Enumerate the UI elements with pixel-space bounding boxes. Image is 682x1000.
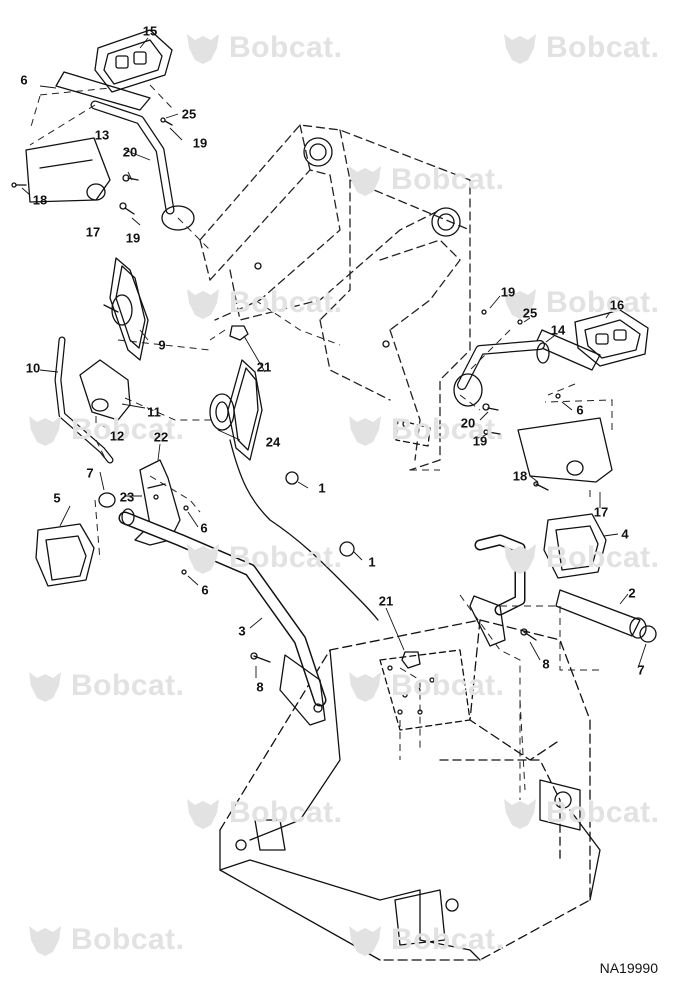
callout-7: 7 [637,662,645,678]
callout-25: 25 [522,305,538,321]
callout-17: 17 [85,224,101,240]
bobcat-head-icon [349,926,381,956]
callout-6: 6 [576,402,584,418]
watermark-1: Bobcat. [183,30,343,66]
mirror-9 [103,257,149,361]
watermark-11: Bobcat. [345,668,505,704]
watermark-4: Bobcat. [183,285,343,321]
callout-9: 9 [158,337,166,353]
callout-15: 15 [142,23,158,39]
callout-20: 20 [122,144,138,160]
callout-2: 2 [628,585,636,601]
callout-8: 8 [542,656,550,672]
bobcat-head-icon [349,166,381,196]
callout-6: 6 [201,582,209,598]
callout-8: 8 [256,679,264,695]
bobcat-head-icon [187,289,219,319]
bobcat-head-icon [504,799,536,829]
bobcat-head-icon [29,416,61,446]
watermark-5: Bobcat. [500,285,660,321]
watermark-text: Bobcat. [229,286,343,319]
callout-23: 23 [119,489,135,505]
bobcat-head-icon [187,34,219,64]
callout-13: 13 [94,127,110,143]
watermark-text: Bobcat. [391,413,505,446]
watermark-text: Bobcat. [391,669,505,702]
watermark-10: Bobcat. [25,668,185,704]
callout-10: 10 [25,360,41,376]
callout-5: 5 [53,490,61,506]
callout-6: 6 [20,72,28,88]
left-tail-light [55,29,173,111]
bobcat-head-icon [29,672,61,702]
callout-25: 25 [181,106,197,122]
callout-14: 14 [550,322,566,338]
watermark-text: Bobcat. [229,541,343,574]
bobcat-head-icon [504,34,536,64]
watermark-text: Bobcat. [229,31,343,64]
callout-11: 11 [147,404,161,420]
watermark-9: Bobcat. [500,540,660,576]
callout-18: 18 [512,468,528,484]
watermark-13: Bobcat. [500,795,660,831]
callout-19: 19 [192,135,208,151]
callout-7: 7 [86,465,94,481]
watermark-7: Bobcat. [345,412,505,448]
callout-12: 12 [109,428,125,444]
callout-21: 21 [256,359,272,375]
watermark-text: Bobcat. [546,541,660,574]
watermark-text: Bobcat. [391,923,505,956]
watermark-text: Bobcat. [71,923,185,956]
lower-frame [219,619,601,961]
callout-19: 19 [472,433,488,449]
callout-19: 19 [125,230,141,246]
bobcat-head-icon [187,544,219,574]
callout-1: 1 [318,480,326,496]
callout-24: 24 [265,434,281,450]
callout-4: 4 [621,526,629,542]
bobcat-head-icon [29,926,61,956]
watermark-text: Bobcat. [229,796,343,829]
watermark-text: Bobcat. [71,669,185,702]
callout-21: 21 [378,593,394,609]
callout-19: 19 [500,284,516,300]
callout-1: 1 [368,554,376,570]
watermark-text: Bobcat. [546,796,660,829]
callout-22: 22 [153,429,169,445]
bobcat-head-icon [187,799,219,829]
watermark-text: Bobcat. [546,31,660,64]
callout-6: 6 [200,520,208,536]
callout-16: 16 [609,297,625,313]
callout-18: 18 [32,192,48,208]
callout-3: 3 [238,623,246,639]
watermark-3: Bobcat. [345,162,505,198]
drawing-code: NA19990 [599,960,658,976]
bobcat-head-icon [349,416,381,446]
watermark-15: Bobcat. [345,922,505,958]
right-tail-light [574,309,649,367]
watermark-text: Bobcat. [71,413,185,446]
bobcat-head-icon [504,289,536,319]
upper-frame [199,124,471,471]
watermark-6: Bobcat. [25,412,185,448]
watermark-text: Bobcat. [546,286,660,319]
bobcat-head-icon [349,672,381,702]
callout-20: 20 [460,415,476,431]
watermark-text: Bobcat. [391,163,505,196]
watermark-2: Bobcat. [500,30,660,66]
callout-17: 17 [593,504,609,520]
bobcat-head-icon [504,544,536,574]
watermark-8: Bobcat. [183,540,343,576]
watermark-14: Bobcat. [25,922,185,958]
watermark-12: Bobcat. [183,795,343,831]
